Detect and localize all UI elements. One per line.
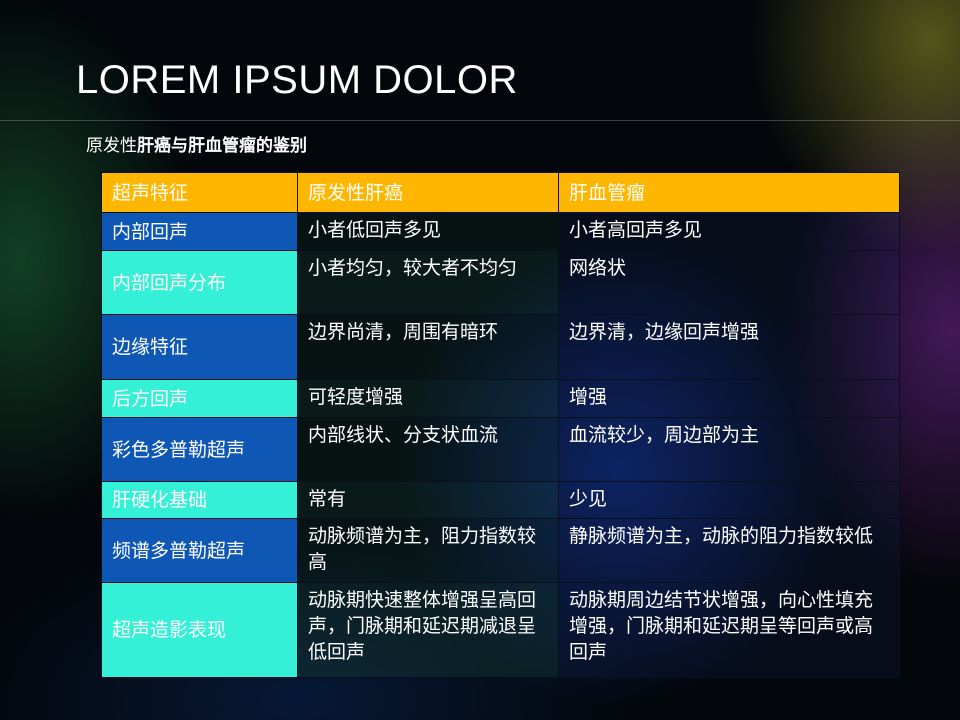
table-header-row: 超声特征 原发性肝癌 肝血管瘤 bbox=[101, 172, 900, 213]
row-hemangioma: 血流较少，周边部为主 bbox=[558, 417, 900, 482]
row-hemangioma: 少见 bbox=[558, 481, 900, 519]
table-row: 后方回声 可轻度增强 增强 bbox=[101, 379, 900, 418]
table-row: 超声造影表现 动脉期快速整体增强呈高回声，门脉期和延迟期减退呈低回声 动脉期周边… bbox=[101, 582, 900, 678]
row-liver-cancer: 动脉频谱为主，阻力指数较高 bbox=[297, 518, 559, 583]
row-feature: 彩色多普勒超声 bbox=[101, 417, 298, 482]
row-feature: 肝硬化基础 bbox=[101, 481, 298, 519]
row-hemangioma: 小者高回声多见 bbox=[558, 212, 900, 251]
row-liver-cancer: 小者均匀，较大者不均匀 bbox=[297, 250, 559, 315]
row-hemangioma: 静脉频谱为主，动脉的阻力指数较低 bbox=[558, 518, 900, 583]
table-row: 内部回声 小者低回声多见 小者高回声多见 bbox=[101, 212, 900, 251]
table-row: 边缘特征 边界尚清，周围有暗环 边界清，边缘回声增强 bbox=[101, 314, 900, 380]
table-row: 频谱多普勒超声 动脉频谱为主，阻力指数较高 静脉频谱为主，动脉的阻力指数较低 bbox=[101, 518, 900, 583]
title-divider bbox=[0, 120, 960, 121]
row-feature: 频谱多普勒超声 bbox=[101, 518, 298, 583]
row-feature: 边缘特征 bbox=[101, 314, 298, 380]
row-liver-cancer: 可轻度增强 bbox=[297, 379, 559, 418]
row-hemangioma: 边界清，边缘回声增强 bbox=[558, 314, 900, 380]
row-hemangioma: 网络状 bbox=[558, 250, 900, 315]
row-liver-cancer: 常有 bbox=[297, 481, 559, 519]
row-feature: 内部回声 bbox=[101, 212, 298, 251]
slide-title: LOREM IPSUM DOLOR bbox=[76, 58, 518, 102]
header-feature: 超声特征 bbox=[101, 172, 298, 213]
table-row: 内部回声分布 小者均匀，较大者不均匀 网络状 bbox=[101, 250, 900, 315]
row-liver-cancer: 边界尚清，周围有暗环 bbox=[297, 314, 559, 380]
row-hemangioma: 增强 bbox=[558, 379, 900, 418]
comparison-table: 超声特征 原发性肝癌 肝血管瘤 内部回声 小者低回声多见 小者高回声多见 内部回… bbox=[101, 172, 900, 678]
row-liver-cancer: 动脉期快速整体增强呈高回声，门脉期和延迟期减退呈低回声 bbox=[297, 582, 559, 678]
table-row: 肝硬化基础 常有 少见 bbox=[101, 481, 900, 519]
header-hemangioma: 肝血管瘤 bbox=[558, 172, 900, 213]
slide-subtitle: 原发性肝癌与肝血管瘤的鉴别 bbox=[86, 131, 307, 156]
table-row: 彩色多普勒超声 内部线状、分支状血流 血流较少，周边部为主 bbox=[101, 417, 900, 482]
subtitle-bold: 肝癌与肝血管瘤的鉴别 bbox=[137, 136, 307, 156]
row-liver-cancer: 小者低回声多见 bbox=[297, 212, 559, 251]
row-feature: 后方回声 bbox=[101, 379, 298, 418]
row-feature: 超声造影表现 bbox=[101, 582, 298, 678]
row-liver-cancer: 内部线状、分支状血流 bbox=[297, 417, 559, 482]
subtitle-plain: 原发性 bbox=[86, 136, 137, 156]
header-liver-cancer: 原发性肝癌 bbox=[297, 172, 559, 213]
row-hemangioma: 动脉期周边结节状增强，向心性填充增强，门脉期和延迟期呈等回声或高回声 bbox=[558, 582, 900, 678]
row-feature: 内部回声分布 bbox=[101, 250, 298, 315]
